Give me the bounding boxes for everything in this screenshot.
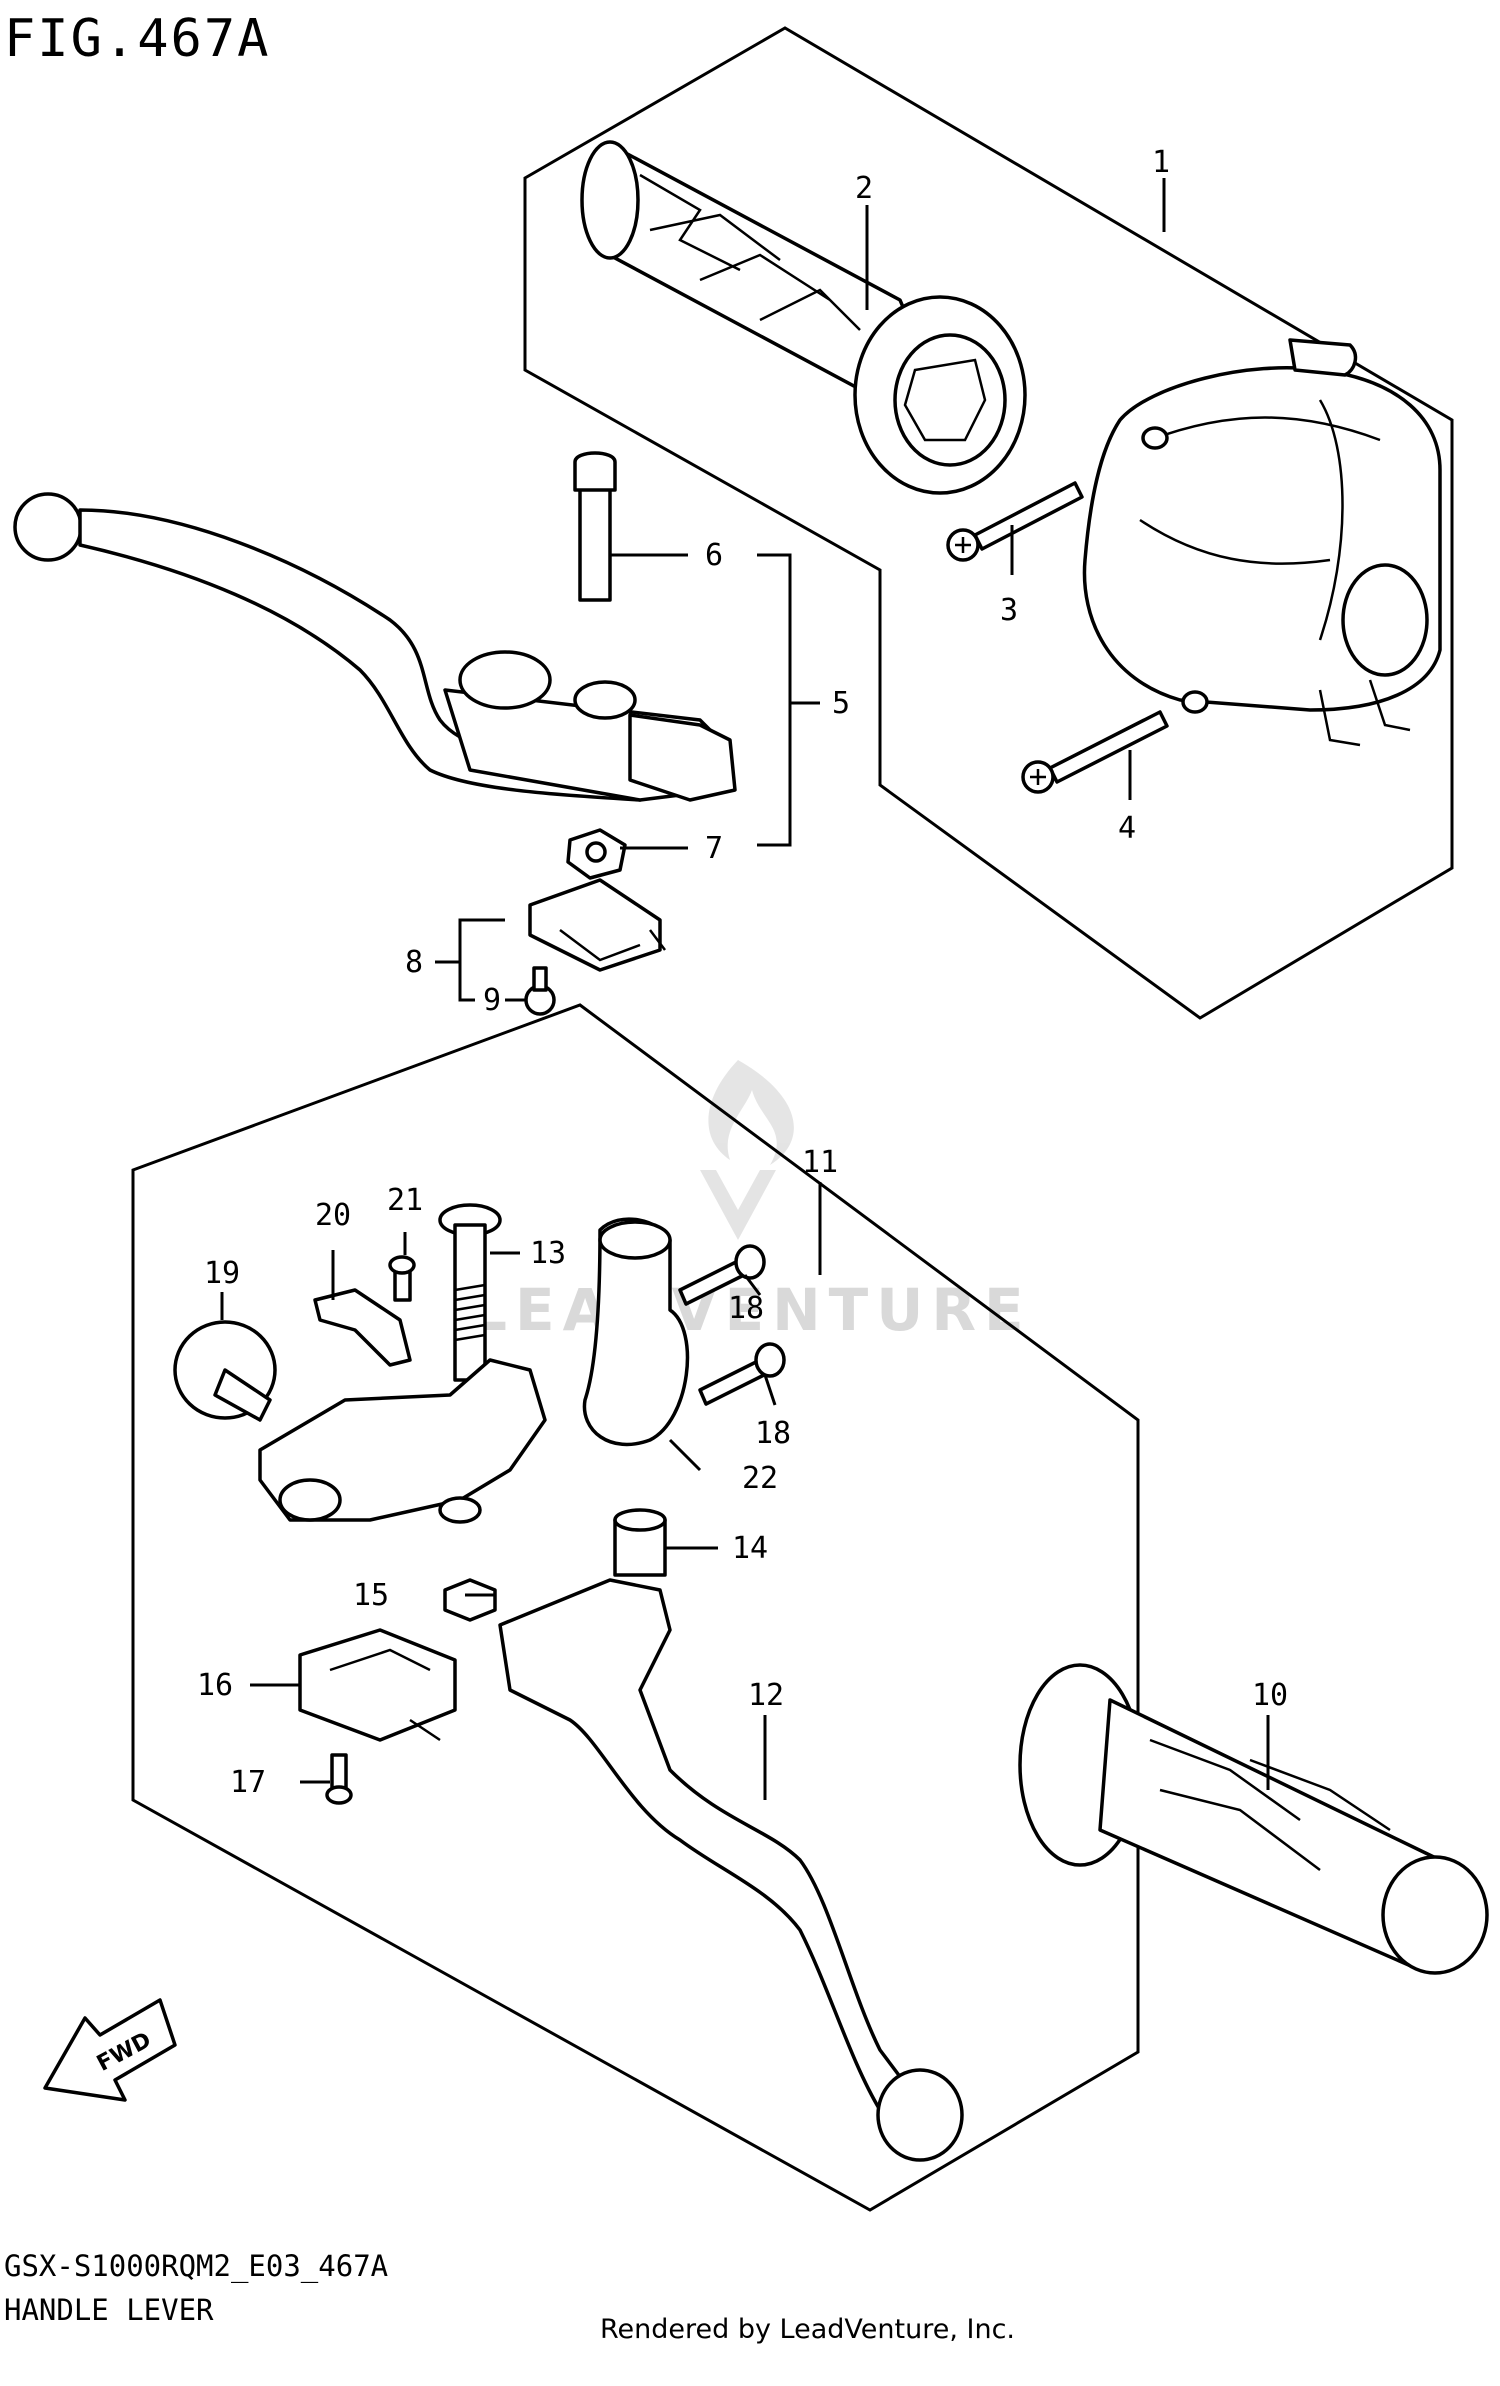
grip-part-2: [580, 140, 1027, 495]
watermark-logo: [700, 1060, 794, 1240]
callout-16: 16: [197, 1668, 233, 1703]
callout-12: 12: [748, 1678, 784, 1713]
group-box-upper: [523, 26, 1454, 1020]
group-box-lower: [131, 1003, 1140, 2212]
bolt-part-18-lower: [698, 1342, 786, 1406]
clutch-holder-part-11: [258, 1358, 547, 1524]
callout-21: 21: [387, 1183, 423, 1218]
callout-labels: 1 2 3 4 5 6 7 8 9 10 11 12 13 14 15 16 1…: [197, 145, 1288, 1800]
callout-7: 7: [705, 831, 723, 866]
nut-part-15: [443, 1578, 497, 1622]
rendered-by-credit: Rendered by LeadVenture, Inc.: [600, 2314, 1015, 2345]
bolt-part-13: [438, 1203, 502, 1382]
bolt-part-18-upper: [678, 1244, 766, 1306]
callout-17: 17: [230, 1765, 266, 1800]
screw-part-21: [388, 1255, 416, 1302]
callout-6: 6: [705, 538, 723, 573]
brake-lever-part-5: [13, 492, 737, 802]
switch-housing: [1082, 338, 1442, 747]
model-code: GSX-S1000RQM2_E03_467A: [4, 2249, 388, 2284]
section-title: HANDLE LEVER: [4, 2293, 214, 2327]
callout-22: 22: [742, 1461, 778, 1496]
fwd-arrow-icon: FWD: [43, 1998, 177, 2102]
callout-4: 4: [1118, 811, 1136, 846]
collar-part-14: [613, 1508, 667, 1577]
callout-18-upper: 18: [728, 1291, 764, 1326]
callout-2: 2: [855, 171, 873, 206]
watermark-text: LEADVENTURE: [470, 1276, 1032, 1344]
bolt-part-6: [573, 451, 617, 602]
callout-11: 11: [802, 1145, 838, 1180]
callout-5: 5: [832, 686, 850, 721]
clutch-lever-part-12: [498, 1578, 964, 2162]
leader-lines: [220, 178, 1270, 1800]
callout-15: 15: [353, 1578, 389, 1613]
brake-switch-part-8: [528, 878, 666, 972]
nut-part-7: [566, 828, 627, 880]
bracket-part-20: [313, 1288, 412, 1367]
callout-13: 13: [530, 1236, 566, 1271]
figure-title: FIG.467A: [4, 9, 270, 69]
screw-part-17: [325, 1753, 353, 1805]
callout-8: 8: [405, 945, 423, 980]
callout-3: 3: [1000, 593, 1018, 628]
screw-part-3: [946, 481, 1084, 562]
switch-part-16: [298, 1628, 457, 1742]
callout-14: 14: [732, 1531, 768, 1566]
screw-part-9: [524, 966, 556, 1016]
callout-20: 20: [315, 1198, 351, 1233]
callout-1: 1: [1152, 145, 1170, 180]
callout-19: 19: [204, 1256, 240, 1291]
clamp-part-22: [582, 1217, 690, 1447]
grip-part-10: [1018, 1663, 1489, 1975]
callout-9: 9: [483, 983, 501, 1018]
callout-18-lower: 18: [755, 1416, 791, 1451]
callout-10: 10: [1252, 1678, 1288, 1713]
screw-part-4: [1021, 710, 1169, 794]
adjuster-part-19: [173, 1320, 277, 1422]
